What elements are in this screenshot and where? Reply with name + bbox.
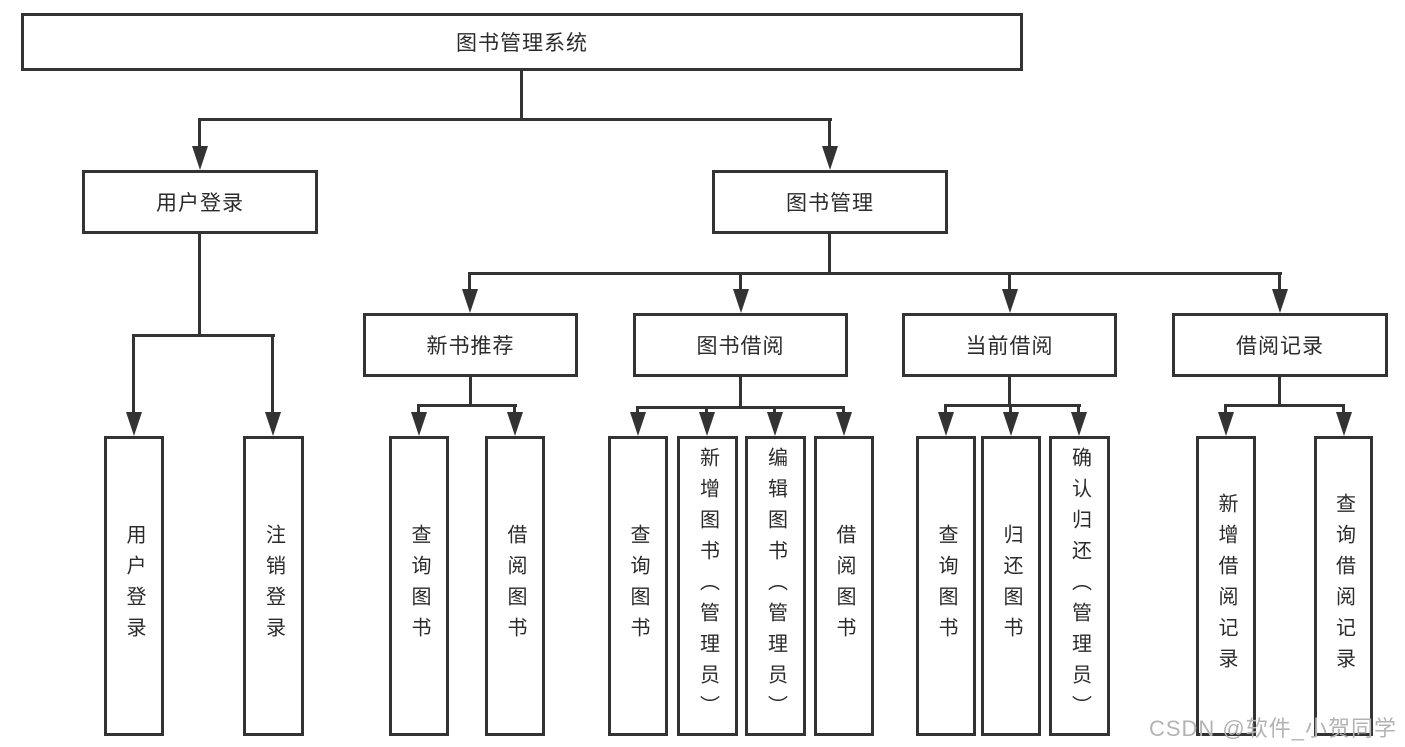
arrow-down-icon: [938, 412, 954, 436]
node-new-book-recommend-label: 新书推荐: [426, 335, 515, 358]
arrow-down-icon: [733, 289, 749, 313]
arrow-down-icon: [836, 412, 852, 436]
leaf-cb-return-books-label: 归还图书: [1000, 524, 1022, 648]
leaf-bb-edit-books-admin-label: 编辑图书（管理员）: [764, 446, 787, 726]
connector-drop: [842, 406, 845, 414]
connector-drop-leaf-user-login: [132, 334, 135, 414]
arrow-down-icon: [630, 412, 646, 436]
connector-user-login-stem: [198, 234, 201, 334]
leaf-bb-borrow-books-label: 借阅图书: [833, 524, 855, 648]
arrow-down-icon: [126, 412, 142, 436]
node-book-management: 图书管理: [712, 170, 948, 234]
leaf-bb-borrow-books: 借阅图书: [814, 436, 874, 736]
node-borrowing-records: 借阅记录: [1172, 313, 1388, 377]
connector-drop: [1342, 404, 1345, 414]
node-book-borrowing-label: 图书借阅: [696, 335, 785, 358]
connector-drop: [513, 404, 516, 414]
leaf-bb-edit-books-admin: 编辑图书（管理员）: [745, 436, 806, 736]
leaf-br-query-record-label: 查询借阅记录: [1332, 493, 1355, 679]
connector-drop: [1077, 404, 1080, 414]
connector-drop: [1224, 404, 1227, 414]
connector-drop-new-book: [468, 272, 471, 291]
leaf-nbr-borrow-books: 借阅图书: [485, 436, 545, 736]
arrow-down-icon: [1071, 412, 1087, 436]
leaf-cb-return-books: 归还图书: [981, 436, 1041, 736]
node-root: 图书管理系统: [21, 13, 1023, 71]
arrow-down-icon: [265, 412, 281, 436]
leaf-cb-confirm-return-admin-label: 确认归还（管理员）: [1068, 446, 1091, 726]
connector-drop: [705, 406, 708, 414]
arrow-down-icon: [767, 412, 783, 436]
node-borrowing-records-label: 借阅记录: [1236, 335, 1324, 358]
connector-drop-book-borrowing: [739, 272, 742, 291]
connector-current-borrowing-bar: [944, 404, 1081, 407]
connector-borrowing-records-bar: [1224, 404, 1345, 407]
node-new-book-recommend: 新书推荐: [363, 313, 578, 377]
connector-book-borrowing-stem: [739, 377, 742, 406]
connector-new-book-bar: [417, 404, 517, 407]
connector-drop-current-borrowing: [1008, 272, 1011, 291]
connector-drop-book-management: [828, 118, 831, 148]
arrow-down-icon: [411, 412, 427, 436]
connector-drop: [636, 406, 639, 414]
node-user-login: 用户登录: [82, 170, 318, 234]
node-user-login-label: 用户登录: [156, 192, 244, 215]
leaf-user-login-label: 用户登录: [123, 524, 145, 648]
connector-current-borrowing-stem: [1008, 377, 1011, 404]
leaf-nbr-borrow-books-label: 借阅图书: [504, 524, 526, 648]
connector-drop-borrowing-records: [1278, 272, 1281, 291]
leaf-cb-query-books: 查询图书: [916, 436, 976, 736]
arrow-down-icon: [462, 289, 478, 313]
watermark-text: CSDN @软件_小贺同学: [1148, 716, 1397, 741]
connector-user-login-bar: [132, 334, 275, 337]
leaf-logout-label: 注销登录: [262, 524, 285, 648]
leaf-nbr-query-books: 查询图书: [389, 436, 449, 736]
leaf-br-add-record-label: 新增借阅记录: [1215, 493, 1237, 679]
arrow-down-icon: [699, 412, 715, 436]
connector-drop: [773, 406, 776, 414]
leaf-nbr-query-books-label: 查询图书: [408, 524, 430, 648]
arrow-down-icon: [507, 412, 523, 436]
leaf-bb-query-books-label: 查询图书: [627, 524, 649, 648]
leaf-cb-confirm-return-admin: 确认归还（管理员）: [1049, 436, 1110, 736]
arrow-down-icon: [1003, 412, 1019, 436]
connector-book-management-stem: [828, 234, 831, 272]
arrow-down-icon: [1336, 412, 1352, 436]
arrow-down-icon: [1218, 412, 1234, 436]
connector-drop: [417, 404, 420, 414]
leaf-bb-add-books-admin-label: 新增图书（管理员）: [696, 446, 719, 726]
leaf-br-query-record: 查询借阅记录: [1314, 436, 1373, 736]
arrow-down-icon: [192, 146, 208, 170]
connector-drop-leaf-logout: [271, 334, 274, 414]
connector-drop-user-login: [198, 118, 201, 148]
leaf-br-add-record: 新增借阅记录: [1196, 436, 1256, 736]
leaf-bb-add-books-admin: 新增图书（管理员）: [677, 436, 738, 736]
node-current-borrowing: 当前借阅: [902, 313, 1117, 377]
node-current-borrowing-label: 当前借阅: [965, 335, 1054, 358]
connector-book-borrowing-bar: [636, 406, 845, 409]
leaf-logout: 注销登录: [243, 436, 304, 736]
arrow-down-icon: [1002, 289, 1018, 313]
arrow-down-icon: [1272, 289, 1288, 313]
connector-drop: [944, 404, 947, 414]
node-book-management-label: 图书管理: [786, 192, 874, 215]
leaf-cb-query-books-label: 查询图书: [935, 524, 957, 648]
node-book-borrowing: 图书借阅: [633, 313, 848, 377]
arrow-down-icon: [822, 146, 838, 170]
connector-drop: [1009, 404, 1012, 414]
connector-root-bar: [198, 118, 832, 121]
connector-book-management-bar: [468, 272, 1282, 275]
connector-new-book-stem: [469, 377, 472, 404]
connector-root-stem: [520, 70, 523, 118]
connector-borrowing-records-stem: [1278, 377, 1281, 404]
leaf-user-login: 用户登录: [104, 436, 164, 736]
leaf-bb-query-books: 查询图书: [608, 436, 668, 736]
node-root-label: 图书管理系统: [456, 32, 588, 55]
